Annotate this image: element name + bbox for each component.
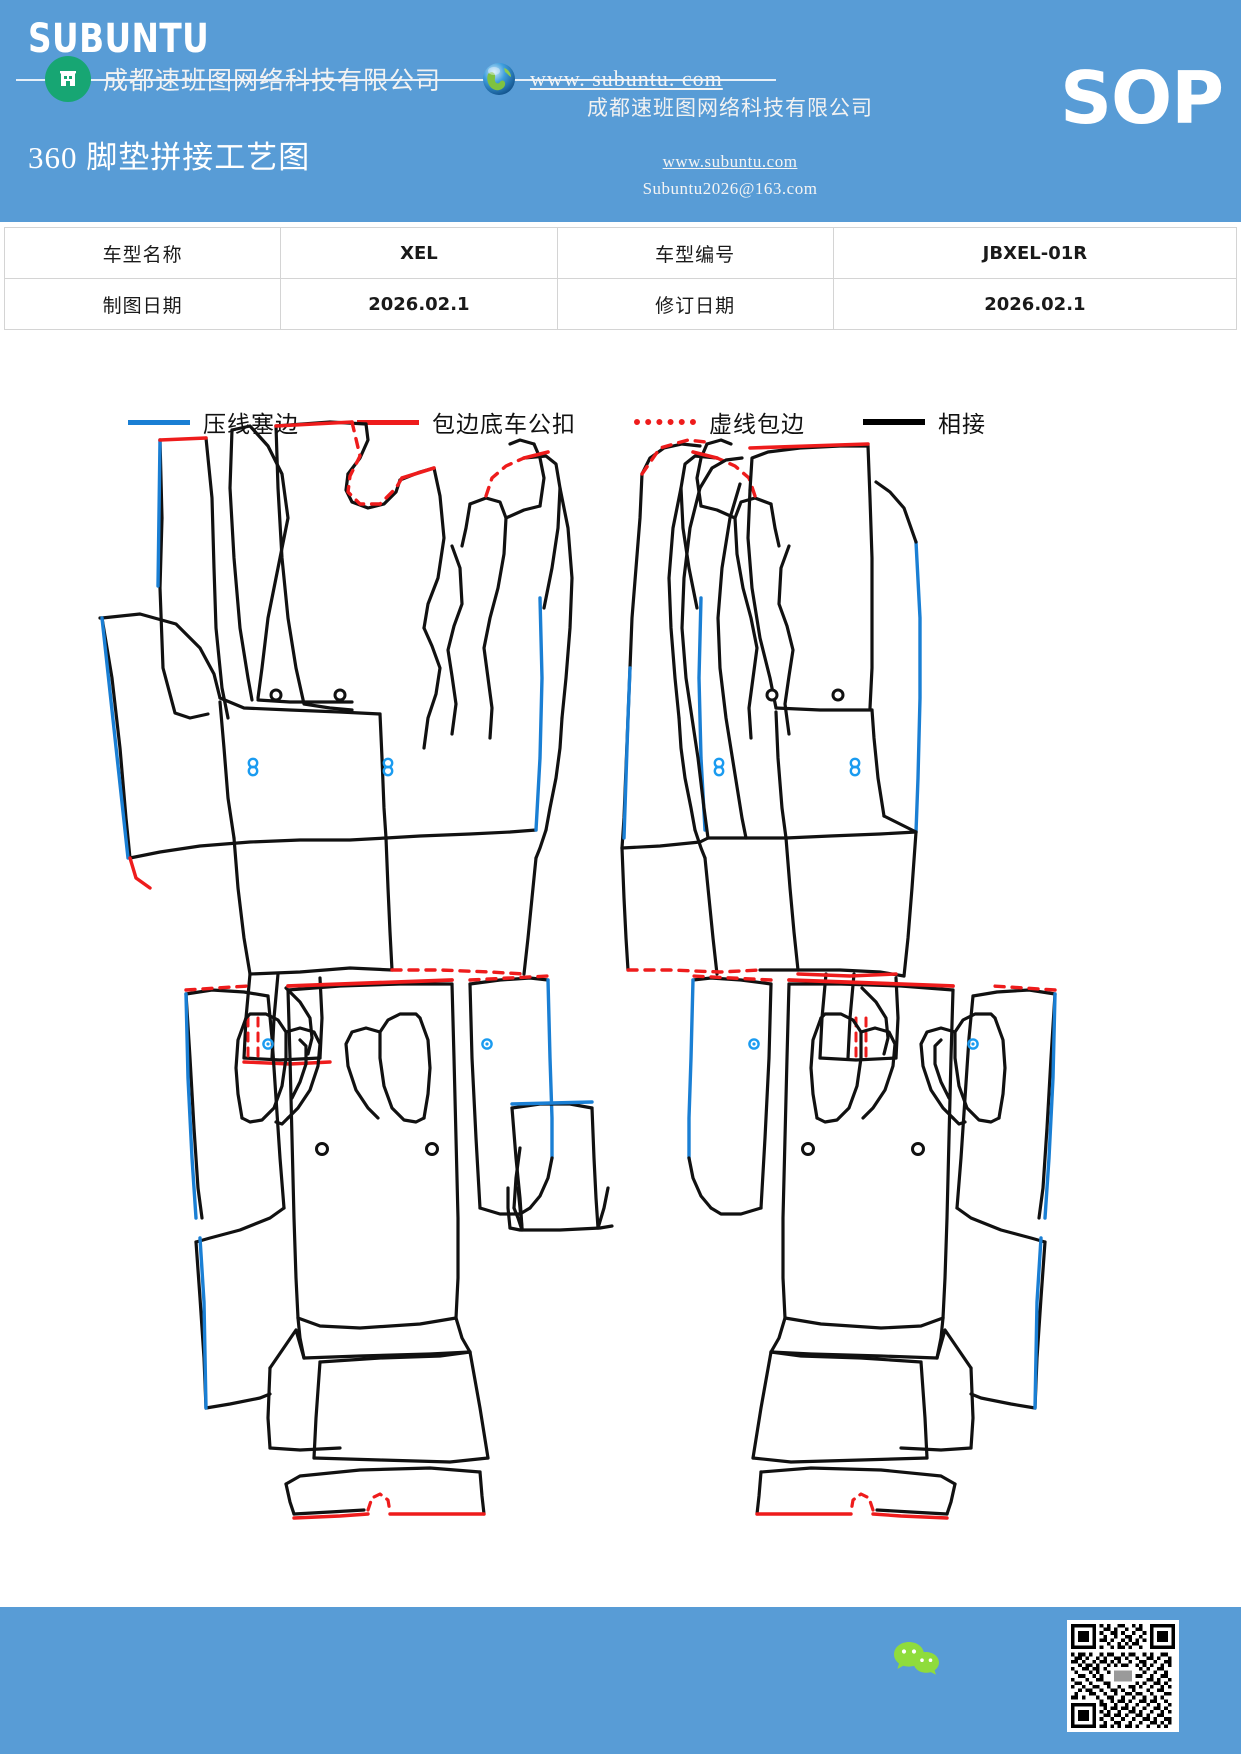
technical-drawing [0,418,1241,1598]
panel-rear-right [687,974,1057,1520]
legend-label: 虚线包边 [709,412,805,437]
globe-icon [478,58,520,100]
grommet-holes-lower [315,1142,925,1156]
value-model-code: JBXEL-01R [832,227,1238,279]
table-row: 制图日期 2026.02.1 修订日期 2026.02.1 [3,278,1238,330]
legend-swatch-blue-line-icon [128,419,190,425]
header-website-link[interactable]: www.subuntu.com [662,152,798,171]
header-divider [16,79,776,81]
clip-dots-lower [262,1038,979,1050]
label-draw-date: 制图日期 [3,278,282,330]
panel-front-right [667,438,795,976]
value-revision-date: 2026.02.1 [832,278,1238,330]
footer-company: 成都速班图网络科技有限公司 [45,56,441,102]
snap-markers-upper [247,757,861,777]
value-model-name: XEL [280,227,558,279]
footer-website[interactable]: www. subuntu. com [478,58,723,100]
brand-logo: SUBUNTU [28,16,210,62]
legend-item-dashed-bind: 虚线包边 [634,405,805,439]
panel-front-left-lower [98,596,548,1066]
legend-swatch-black-line-icon [863,419,925,425]
footer-website-text[interactable]: www. subuntu. com [530,66,723,91]
header-email: Subuntu2026@163.com [642,179,818,198]
legend-label: 相接 [938,412,986,437]
panel-front-right-body [620,438,922,1062]
wechat-icon [893,1640,941,1680]
grommet-holes-upper [269,688,845,702]
label-model-code: 车型编号 [556,227,834,279]
sop-badge: SOP [1060,56,1224,140]
panel-rear-left [184,974,554,1520]
legend-swatch-red-dotted-line-icon [634,419,696,425]
page-header: SUBUNTU 360 脚垫拼接工艺图 成都速班图网络科技有限公司 www.su… [0,0,1241,222]
label-revision-date: 修订日期 [556,278,834,330]
table-row: 车型名称 XEL 车型编号 JBXEL-01R [3,227,1238,279]
vehicle-info-table: 车型名称 XEL 车型编号 JBXEL-01R 制图日期 2026.02.1 修… [3,227,1238,330]
page-title: 360 脚垫拼接工艺图 [28,140,311,175]
panel-rear-center [506,1100,614,1232]
footer-company-name: 成都速班图网络科技有限公司 [103,68,442,95]
value-draw-date: 2026.02.1 [280,278,558,330]
legend: 压线塞边 包边底车公扣 虚线包边 相接 [0,405,1020,439]
panel-front-left [156,420,574,832]
legend-item-join: 相接 [863,405,986,439]
header-company-name: 成都速班图网络科技有限公司 [587,96,873,120]
page-footer [0,1607,1241,1754]
legend-label: 包边底车公扣 [432,412,576,437]
legend-item-bind-edge: 包边底车公扣 [357,405,576,439]
qr-code [1067,1620,1179,1732]
building-icon [45,56,91,102]
label-model-name: 车型名称 [3,227,282,279]
legend-swatch-red-line-icon [357,419,419,425]
